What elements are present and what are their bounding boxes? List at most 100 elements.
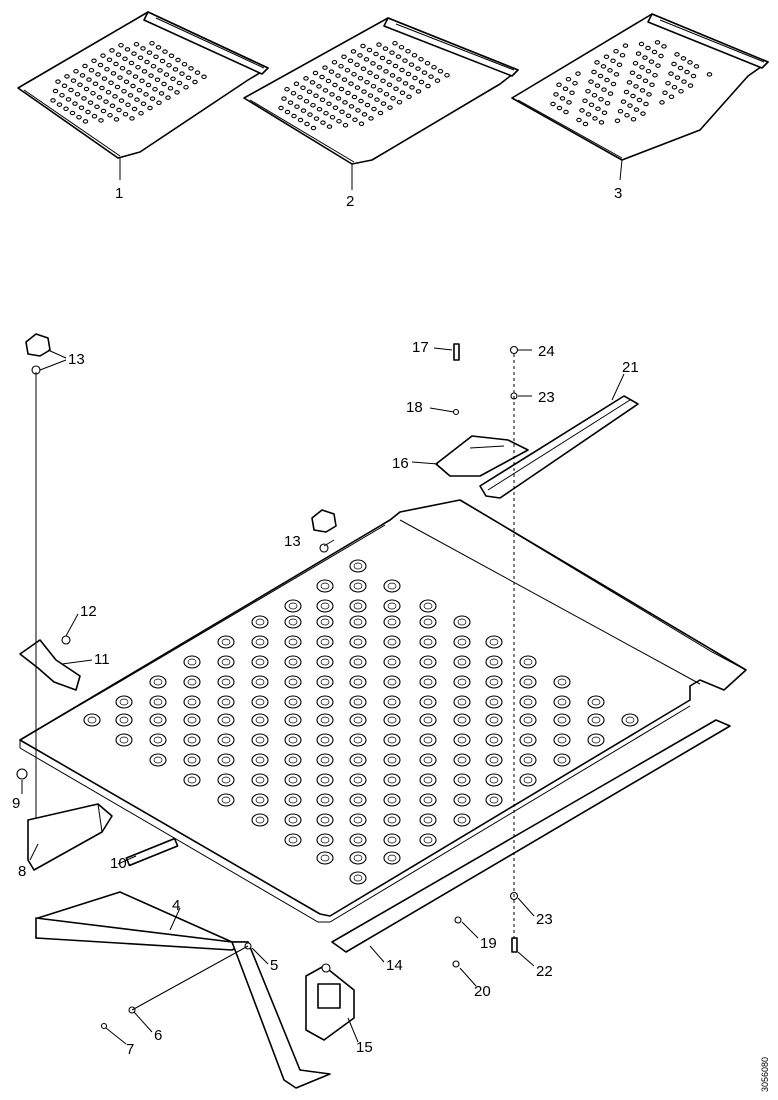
perforation-hole — [149, 695, 167, 709]
perforation-hole — [373, 74, 380, 80]
perforation-hole — [309, 80, 316, 85]
perforation-hole — [576, 117, 582, 123]
perforation-hole — [307, 112, 313, 117]
reference-code: 3056080 — [760, 1057, 770, 1092]
perforation-hole — [383, 733, 401, 747]
perforation-hole-inner — [320, 716, 330, 724]
perforation-hole — [594, 60, 600, 65]
perforation-hole — [81, 96, 87, 101]
perforation-hole — [678, 88, 684, 94]
perforation-hole — [332, 105, 339, 111]
perforation-hole-inner — [221, 756, 231, 764]
perforation-hole-inner — [255, 716, 265, 724]
perforation-hole — [684, 69, 690, 75]
perforation-hole — [88, 67, 95, 73]
perforation-hole-inner — [457, 698, 467, 706]
perforation-hole — [149, 96, 156, 101]
perforation-hole — [149, 733, 167, 747]
perforation-hole — [377, 87, 383, 93]
perforation-hole — [419, 733, 437, 747]
perforation-hole-inner — [457, 796, 467, 804]
perforation-hole — [316, 106, 323, 112]
perforation-hole — [519, 695, 537, 709]
perforation-hole — [143, 92, 149, 97]
callout-14: 14 — [386, 957, 403, 974]
perforation-hole — [167, 85, 174, 91]
perforation-hole — [600, 64, 607, 69]
perforation-hole — [620, 99, 627, 104]
plate-variant-3 — [511, 13, 769, 161]
perforation-hole — [485, 635, 503, 649]
perforation-hole-inner — [288, 716, 298, 724]
perforation-hole — [141, 69, 148, 74]
perforation-hole — [300, 108, 307, 113]
perforation-hole — [345, 113, 352, 119]
plate-1-holes — [50, 40, 207, 124]
perforation-hole — [674, 52, 680, 57]
perforation-hole — [130, 83, 136, 89]
perforation-hole — [371, 106, 377, 112]
perforation-hole-inner — [557, 698, 567, 706]
perforation-hole — [376, 65, 383, 70]
perforation-hole — [553, 675, 571, 689]
perforation-hole — [383, 773, 401, 787]
perforation-hole — [144, 59, 150, 65]
perforation-hole-inner — [119, 698, 129, 706]
perforation-hole-inner — [187, 776, 197, 784]
perforation-hole-inner — [288, 756, 298, 764]
perforation-hole-inner — [320, 816, 330, 824]
perforation-hole-inner — [288, 698, 298, 706]
perforation-hole — [671, 84, 678, 90]
perforation-hole — [316, 793, 334, 807]
perforation-hole — [687, 60, 693, 65]
callout-1: 1 — [115, 185, 123, 202]
perforation-hole-inner — [423, 716, 433, 724]
perforation-hole — [485, 773, 503, 787]
clip-part-11 — [19, 639, 81, 691]
perforation-hole — [85, 109, 91, 115]
callout-3: 3 — [614, 185, 622, 202]
perforation-hole — [349, 713, 367, 727]
perforation-hole — [519, 655, 537, 669]
perforation-hole — [251, 635, 269, 649]
perforation-hole — [127, 93, 134, 98]
plate-2-holes — [278, 40, 450, 131]
perforation-hole — [217, 733, 235, 747]
perforation-hole-inner — [387, 736, 397, 744]
perforation-hole — [284, 713, 302, 727]
perforation-hole — [251, 773, 269, 787]
perforation-hole — [251, 753, 269, 767]
perforation-hole — [415, 89, 422, 94]
perforation-hole — [183, 655, 201, 669]
perforation-hole — [132, 74, 139, 79]
perforation-hole — [185, 75, 192, 81]
perforation-hole — [316, 851, 334, 865]
perforation-hole — [376, 42, 382, 47]
perforation-hole-inner — [320, 602, 330, 610]
perforation-hole — [419, 599, 437, 613]
perforation-hole — [170, 76, 176, 82]
perforation-hole — [312, 70, 319, 76]
perforation-hole — [162, 49, 168, 54]
perforation-hole-inner — [387, 756, 397, 764]
perforation-hole — [349, 559, 367, 573]
perforation-hole — [601, 87, 607, 92]
perforation-hole — [217, 753, 235, 767]
perforation-hole-inner — [320, 678, 330, 686]
perforation-hole — [109, 103, 116, 109]
perforation-hole — [566, 100, 572, 105]
perforation-hole — [706, 72, 713, 77]
callout-11: 11 — [94, 651, 110, 668]
perforation-hole — [148, 73, 154, 78]
perforation-hole — [431, 64, 437, 70]
perforation-hole-inner — [320, 854, 330, 862]
perforation-hole — [133, 41, 140, 47]
perforation-hole — [681, 79, 687, 84]
perforation-hole — [349, 773, 367, 787]
perforation-hole — [183, 84, 189, 90]
perforation-hole — [453, 793, 471, 807]
perforation-hole — [348, 104, 355, 109]
perforation-hole-inner — [557, 678, 567, 686]
perforation-hole — [123, 79, 130, 85]
perforation-hole-inner — [153, 756, 163, 764]
